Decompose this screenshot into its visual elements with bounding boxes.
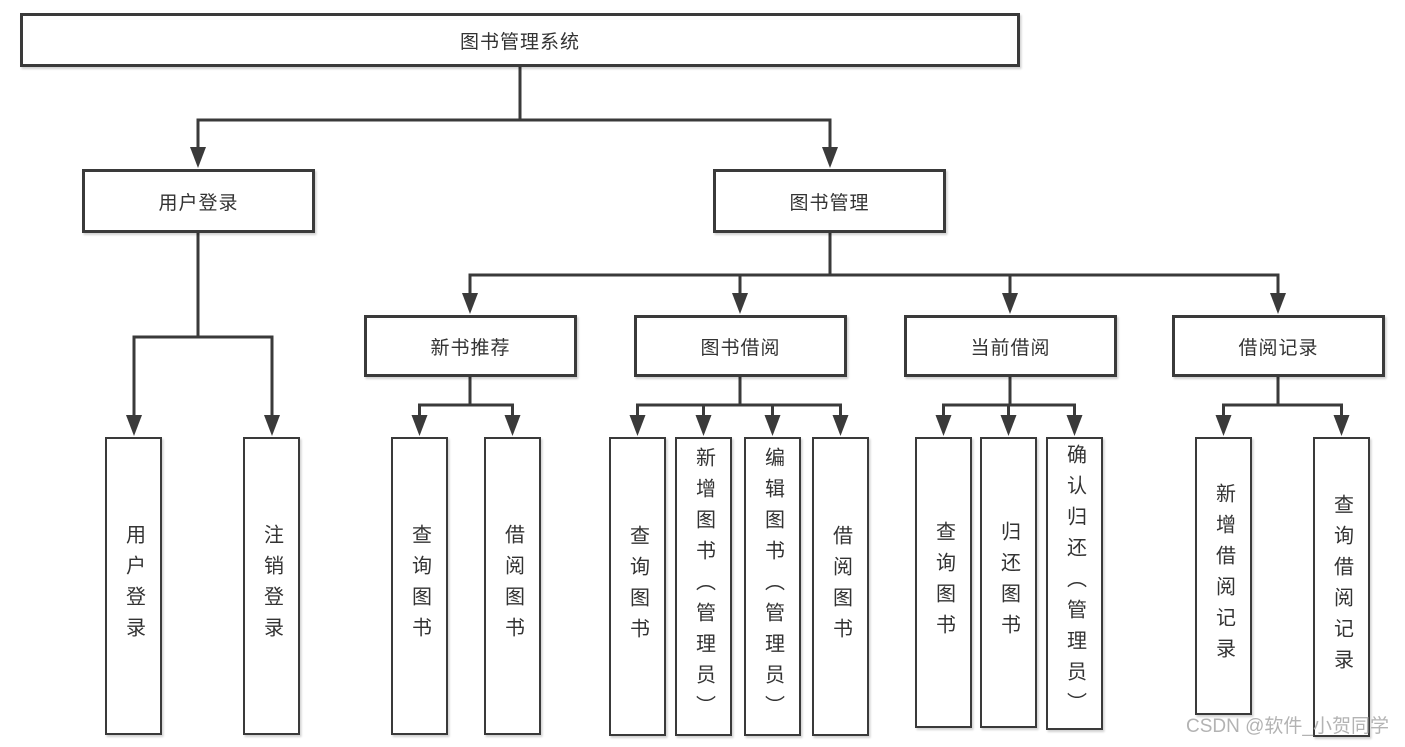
leaf-return-books-label: 归还图书: [997, 520, 1020, 645]
leaf-edit-books-admin: 编辑图书（管理员）: [744, 437, 801, 736]
leaf-edit-books-admin-label: 编辑图书（管理员）: [761, 447, 784, 726]
leaf-query-books-3: 查询图书: [915, 437, 972, 728]
leaf-borrow-books-1: 借阅图书: [484, 437, 541, 735]
leaf-add-borrow-record: 新增借阅记录: [1195, 437, 1252, 715]
node-user-login: 用户登录: [82, 169, 315, 233]
edge-borrow-records-children: [1215, 375, 1350, 436]
leaf-logout: 注销登录: [243, 437, 300, 735]
leaf-borrow-books-2: 借阅图书: [812, 437, 869, 736]
node-current-borrow-label: 当前借阅: [970, 337, 1051, 359]
leaf-borrow-books-1-label: 借阅图书: [501, 524, 524, 648]
node-borrow-records: 借阅记录: [1172, 315, 1385, 377]
edge-book-borrow-children: [629, 375, 849, 436]
node-root: 图书管理系统: [20, 13, 1020, 67]
leaf-query-books-1: 查询图书: [391, 437, 448, 735]
node-new-books: 新书推荐: [364, 315, 577, 377]
leaf-return-books: 归还图书: [980, 437, 1037, 728]
edge-user-login-children: [126, 231, 280, 436]
edge-root-to-level2: [190, 65, 838, 168]
node-book-mgmt: 图书管理: [713, 169, 946, 233]
node-borrow-records-label: 借阅记录: [1238, 337, 1319, 359]
leaf-user-login: 用户登录: [105, 437, 162, 735]
csdn-watermark: CSDN @软件_小贺同学: [1186, 716, 1389, 737]
leaf-borrow-books-2-label: 借阅图书: [829, 524, 852, 649]
edge-current-borrow-children: [935, 375, 1083, 436]
leaf-confirm-return-admin-label: 确认归还（管理员）: [1063, 444, 1086, 723]
leaf-query-books-2-label: 查询图书: [626, 524, 649, 649]
leaf-query-borrow-record-label: 查询借阅记录: [1330, 494, 1353, 680]
leaf-query-books-1-label: 查询图书: [408, 524, 431, 648]
leaf-query-books-2: 查询图书: [609, 437, 666, 736]
node-new-books-label: 新书推荐: [430, 337, 511, 359]
edge-book-mgmt-children: [462, 231, 1286, 314]
node-book-borrow: 图书借阅: [634, 315, 847, 377]
leaf-add-books-admin: 新增图书（管理员）: [675, 437, 732, 736]
leaf-logout-label: 注销登录: [260, 524, 283, 648]
leaf-add-borrow-record-label: 新增借阅记录: [1212, 483, 1235, 669]
leaf-add-books-admin-label: 新增图书（管理员）: [692, 447, 715, 726]
leaf-user-login-label: 用户登录: [122, 524, 145, 648]
node-book-borrow-label: 图书借阅: [700, 337, 781, 359]
node-user-login-label: 用户登录: [158, 192, 239, 214]
node-root-label: 图书管理系统: [459, 31, 580, 53]
node-book-mgmt-label: 图书管理: [789, 192, 870, 214]
node-current-borrow: 当前借阅: [904, 315, 1117, 377]
leaf-query-borrow-record: 查询借阅记录: [1313, 437, 1370, 737]
leaf-query-books-3-label: 查询图书: [932, 520, 955, 645]
leaf-confirm-return-admin: 确认归还（管理员）: [1046, 437, 1103, 730]
edge-new-books-children: [411, 375, 521, 436]
